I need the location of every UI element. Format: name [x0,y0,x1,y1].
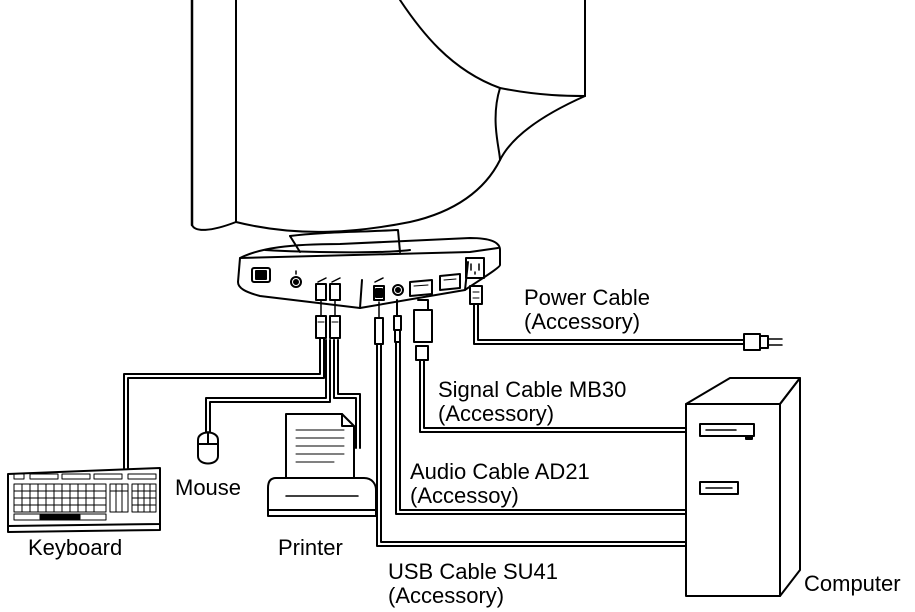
power-cable-name: Power Cable [524,285,650,310]
computer-label: Computer [804,571,901,596]
power-cable-note: (Accessory) [524,309,641,334]
printer-device [267,413,377,517]
signal-cable-name: Signal Cable MB30 [438,377,627,402]
signal-cable-note: (Accessory) [438,401,555,426]
signal-cable-label: Signal Cable MB30 (Accessory) [438,378,626,426]
power-cable-label: Power Cable (Accessory) [524,286,650,334]
keyboard-label: Keyboard [28,535,123,560]
usb-cable-label: USB Cable SU41 (Accessory) [388,560,558,608]
printer-label: Printer [278,535,343,560]
cable-connectors [315,285,483,361]
cables [123,311,783,547]
monitor [190,0,586,254]
usb-cable-note: (Accessory) [388,583,505,608]
mouse-device [197,431,219,465]
audio-cable-label: Audio Cable AD21 (Accessoy) [410,460,590,508]
monitor-stand [237,237,501,309]
mouse-label: Mouse [175,475,242,500]
keyboard [7,467,161,533]
audio-cable-name: Audio Cable AD21 [410,459,590,484]
computer-tower [685,377,801,597]
usb-cable-name: USB Cable SU41 [388,559,558,584]
audio-cable-note: (Accessoy) [410,483,519,508]
